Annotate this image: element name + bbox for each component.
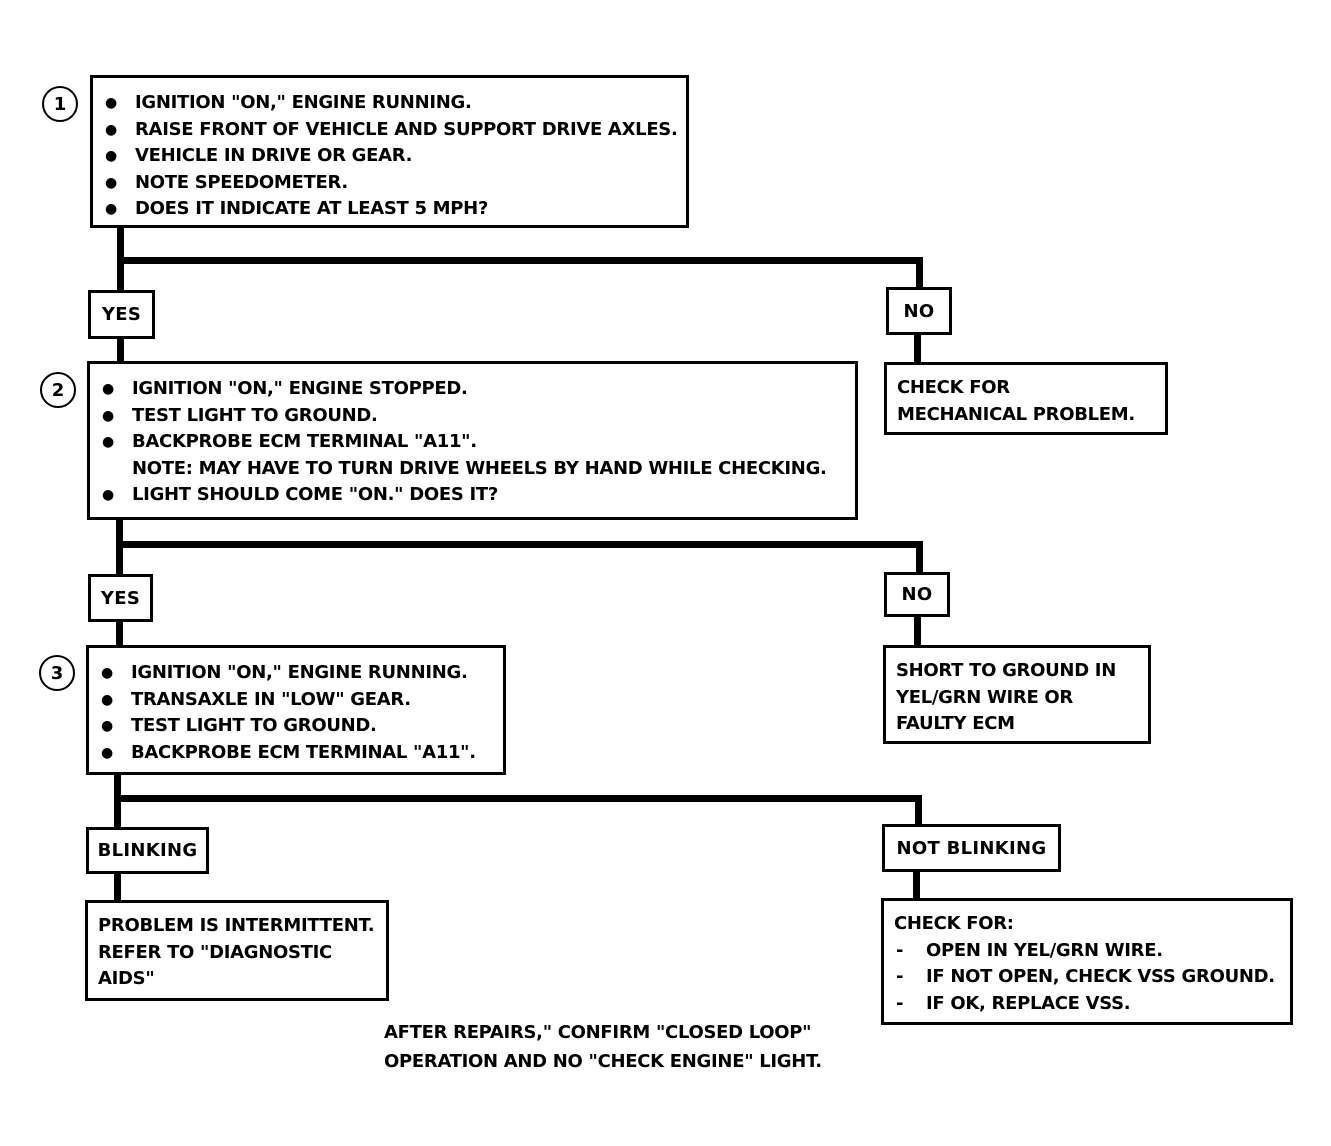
bullet-icon: ● (102, 407, 114, 424)
no-result-box: SHORT TO GROUND IN YEL/GRN WIRE OR FAULT… (883, 645, 1151, 744)
step-bullet: ●LIGHT SHOULD COME "ON." DOES IT? (102, 482, 845, 509)
step-bullet: ●VEHICLE IN DRIVE OR GEAR. (105, 143, 676, 170)
connector-line (116, 541, 923, 548)
result-line: MECHANICAL PROBLEM. (897, 403, 1135, 425)
dash-icon: - (896, 966, 904, 987)
result-line: CHECK FOR (897, 377, 1010, 398)
not-blinking-result-box: CHECK FOR: -OPEN IN YEL/GRN WIRE. -IF NO… (881, 898, 1293, 1025)
footer-line: AFTER REPAIRS," CONFIRM "CLOSED LOOP" (384, 1022, 812, 1043)
bullet-icon: ● (101, 718, 113, 734)
result-line: PROBLEM IS INTERMITTENT. (98, 915, 375, 936)
footer-note: AFTER REPAIRS," CONFIRM "CLOSED LOOP" OP… (384, 1018, 822, 1076)
result-line: -IF NOT OPEN, CHECK VSS GROUND. (894, 964, 1280, 991)
yes-label: YES (88, 290, 155, 339)
step-number-badge: 3 (39, 655, 75, 691)
step-number-badge: 1 (42, 86, 78, 122)
step-bullet: ●BACKPROBE ECM TERMINAL "A11". (102, 429, 845, 456)
connector-line (114, 795, 922, 802)
bullet-icon: ● (105, 121, 117, 138)
bullet-icon: ● (105, 174, 117, 191)
no-label: NO (884, 572, 950, 617)
connector-line (916, 257, 923, 290)
connector-line (117, 337, 124, 364)
bullet-icon: ● (105, 148, 117, 164)
connector-line (114, 872, 121, 903)
step-bullet: ●RAISE FRONT OF VEHICLE AND SUPPORT DRIV… (105, 117, 678, 144)
step-1-box: ●IGNITION "ON," ENGINE RUNNING. ●RAISE F… (90, 75, 689, 228)
bullet-icon: ● (102, 487, 114, 503)
result-title: CHECK FOR: (894, 913, 1014, 934)
blinking-label: BLINKING (86, 827, 209, 874)
step-3-box: ●IGNITION "ON," ENGINE RUNNING. ●TRANSAX… (86, 645, 506, 775)
no-label: NO (886, 287, 952, 335)
bullet-icon: ● (101, 691, 113, 708)
dash-icon: - (896, 992, 904, 1014)
blinking-result-box: PROBLEM IS INTERMITTENT. REFER TO "DIAGN… (85, 900, 389, 1001)
result-line: SHORT TO GROUND IN (896, 660, 1116, 681)
step-bullet: ●BACKPROBE ECM TERMINAL "A11". (101, 740, 493, 767)
bullet-icon: ● (101, 744, 113, 761)
result-line: -OPEN IN YEL/GRN WIRE. (894, 938, 1280, 965)
result-line: AIDS" (98, 968, 155, 989)
connector-line (117, 257, 923, 264)
bullet-icon: ● (105, 201, 117, 217)
step-bullet: ●IGNITION "ON," ENGINE RUNNING. (105, 90, 676, 117)
bullet-icon: ● (105, 95, 117, 111)
step-bullet: ●IGNITION "ON," ENGINE STOPPED. (102, 376, 845, 403)
footer-line: OPERATION AND NO "CHECK ENGINE" LIGHT. (384, 1051, 822, 1072)
connector-line (915, 795, 922, 827)
not-blinking-label: NOT BLINKING (882, 824, 1061, 872)
connector-line (116, 620, 123, 648)
step-bullet: ●NOTE SPEEDOMETER. (105, 170, 676, 197)
step-2-box: ●IGNITION "ON," ENGINE STOPPED. ●TEST LI… (87, 361, 858, 520)
result-line: YEL/GRN WIRE OR (896, 686, 1073, 708)
step-number-badge: 2 (40, 372, 76, 408)
result-line: -IF OK, REPLACE VSS. (894, 991, 1280, 1018)
yes-label: YES (88, 574, 153, 622)
connector-line (914, 333, 921, 364)
no-result-box: CHECK FOR MECHANICAL PROBLEM. (884, 362, 1168, 435)
step-note: NOTE: MAY HAVE TO TURN DRIVE WHEELS BY H… (132, 457, 827, 479)
connector-line (916, 541, 923, 577)
bullet-icon: ● (102, 381, 114, 397)
step-bullet: ●TRANSAXLE IN "LOW" GEAR. (101, 687, 493, 714)
step-bullet: ●IGNITION "ON," ENGINE RUNNING. (101, 660, 493, 687)
step-bullet: ●TEST LIGHT TO GROUND. (102, 403, 845, 430)
result-line: REFER TO "DIAGNOSTIC (98, 941, 332, 963)
connector-line (914, 615, 921, 647)
connector-line (913, 870, 920, 901)
step-bullet: ●TEST LIGHT TO GROUND. (101, 713, 493, 740)
step-bullet: ●DOES IT INDICATE AT LEAST 5 MPH? (105, 196, 676, 223)
bullet-icon: ● (102, 434, 114, 450)
dash-icon: - (896, 939, 904, 961)
bullet-icon: ● (101, 665, 113, 681)
result-line: FAULTY ECM (896, 713, 1015, 734)
